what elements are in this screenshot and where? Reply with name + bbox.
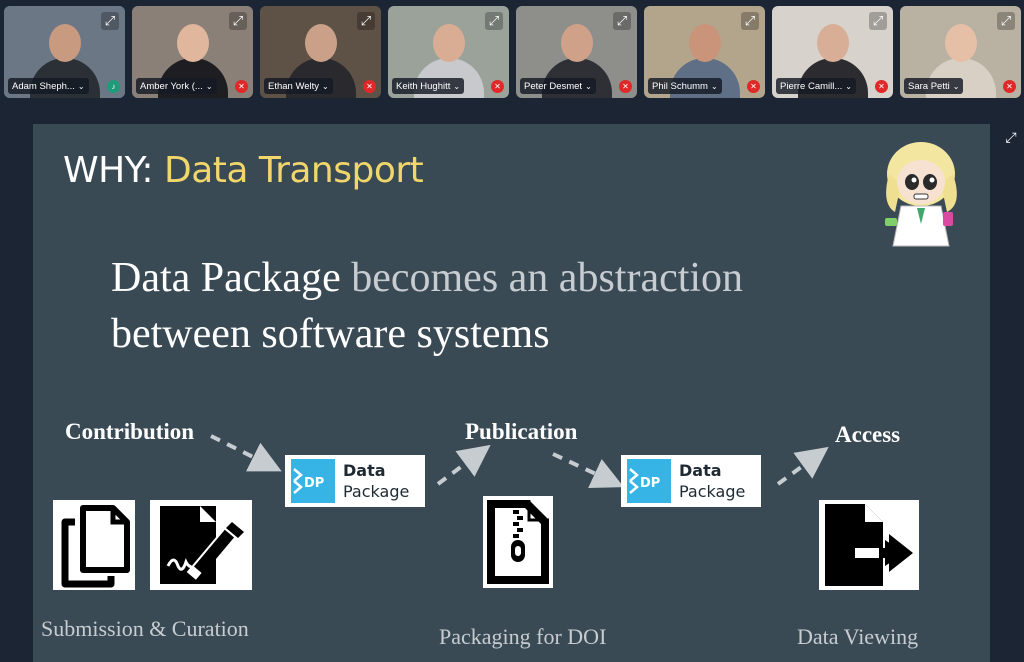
participant-tile[interactable]: ⤢ Peter Desmet⌄ ✕ (516, 6, 637, 98)
data-package-line1: Data (679, 461, 722, 480)
data-package-line2: Package (679, 482, 746, 501)
chevron-down-icon[interactable]: ⌄ (845, 81, 852, 91)
file-export-icon (819, 500, 919, 590)
participant-head (944, 24, 977, 62)
headline-line2: between software systems (111, 311, 550, 357)
chevron-down-icon[interactable]: ⌄ (585, 81, 592, 91)
participant-head (560, 24, 593, 62)
participant-name: Phil Schumm (652, 80, 708, 92)
participant-head (432, 24, 465, 62)
arrow-dp-to-publication (436, 444, 491, 486)
participant-head (816, 24, 849, 62)
chevron-down-icon[interactable]: ⌄ (952, 81, 960, 91)
flow-label-contribution: Contribution (65, 419, 195, 444)
participant-name-bar[interactable]: Peter Desmet⌄ (520, 78, 596, 94)
participant-name-bar[interactable]: Keith Hughitt⌄ (392, 78, 465, 94)
svg-text:DP: DP (640, 476, 660, 491)
mic-muted-icon: ✕ (619, 80, 632, 93)
mic-muted-icon: ✕ (491, 80, 504, 93)
participant-head (304, 24, 337, 62)
expand-icon[interactable]: ⤢ (101, 12, 119, 30)
expand-icon[interactable]: ⤢ (869, 12, 887, 30)
participant-tile[interactable]: ⤢ Amber York (...⌄ ✕ (132, 6, 253, 98)
participant-gallery: ⤢Adam Sheph...⌄♪⤢Amber York (...⌄✕⤢Ethan… (0, 0, 1024, 104)
participant-head (176, 24, 209, 62)
participant-name: Sara Petti (908, 80, 950, 92)
expand-icon[interactable]: ⤢ (741, 12, 759, 30)
copy-documents-icon (53, 500, 135, 590)
expand-icon[interactable]: ⤢ (485, 12, 503, 30)
participant-tile[interactable]: ⤢ Phil Schumm⌄ ✕ (644, 6, 765, 98)
participant-tile[interactable]: ⤢ Keith Hughitt⌄ ✕ (388, 6, 509, 98)
data-package-card-1: DP Data Package (285, 455, 425, 507)
expand-icon[interactable]: ⤢ (357, 12, 375, 30)
fullscreen-expand-icon[interactable]: ⤢ (1005, 129, 1017, 145)
caption-viewing: Data Viewing (797, 624, 919, 649)
data-package-logo-icon: DP (627, 459, 671, 503)
participant-name-bar[interactable]: Amber York (...⌄ (136, 78, 217, 94)
participant-head (48, 24, 81, 62)
participant-name: Peter Desmet (524, 80, 583, 92)
participant-name-bar[interactable]: Phil Schumm⌄ (648, 78, 722, 94)
participant-name: Keith Hughitt (396, 80, 451, 92)
participant-name: Adam Sheph... (12, 80, 75, 92)
chevron-down-icon[interactable]: ⌄ (453, 81, 461, 91)
mic-muted-icon: ✕ (363, 80, 376, 93)
mic-muted-icon: ✕ (235, 80, 248, 93)
mic-muted-icon: ✕ (875, 80, 888, 93)
participant-name: Ethan Welty (268, 80, 320, 92)
mic-muted-icon: ✕ (1003, 80, 1016, 93)
mic-on-icon: ♪ (107, 80, 120, 93)
participant-name-bar[interactable]: Adam Sheph...⌄ (8, 78, 89, 94)
flow-label-access: Access (835, 422, 901, 447)
arrow-contribution-to-dp (210, 434, 282, 472)
signed-document-icon (150, 500, 252, 590)
expand-icon[interactable]: ⤢ (613, 12, 631, 30)
headline-light: becomes an abstraction (351, 255, 744, 301)
headline-strong: Data Package (111, 255, 341, 301)
participant-name: Amber York (... (140, 80, 203, 92)
data-package-line1: Data (343, 461, 386, 480)
participant-name-bar[interactable]: Ethan Welty⌄ (264, 78, 333, 94)
data-package-logo-icon: DP (291, 459, 335, 503)
slide-title-why: WHY: (63, 150, 154, 191)
participant-name-bar[interactable]: Pierre Camill...⌄ (776, 78, 856, 94)
participant-tile[interactable]: ⤢ Pierre Camill...⌄ ✕ (772, 6, 893, 98)
slide-title-topic: Data Transport (163, 150, 424, 191)
chevron-down-icon[interactable]: ⌄ (710, 81, 718, 91)
data-package-card-2: DP Data Package (621, 455, 761, 507)
mic-muted-icon: ✕ (747, 80, 760, 93)
chevron-down-icon[interactable]: ⌄ (205, 81, 213, 91)
participant-tile[interactable]: ⤢ Sara Petti⌄ ✕ (900, 6, 1021, 98)
participant-name-bar[interactable]: Sara Petti⌄ (904, 78, 964, 94)
slide-headline: Data Package becomes an abstraction betw… (111, 250, 911, 362)
shared-screen-slide: WHY: Data Transport Data Package becomes… (33, 124, 990, 662)
chevron-down-icon[interactable]: ⌄ (77, 81, 85, 91)
arrow-dp-to-access (776, 446, 829, 486)
expand-icon[interactable]: ⤢ (997, 12, 1015, 30)
expand-icon[interactable]: ⤢ (229, 12, 247, 30)
data-package-line2: Package (343, 482, 410, 501)
participant-name: Pierre Camill... (780, 80, 843, 92)
participant-head (688, 24, 721, 62)
caption-submission: Submission & Curation (41, 616, 249, 641)
slide-title: WHY: Data Transport (63, 150, 424, 191)
svg-text:DP: DP (304, 476, 324, 491)
caption-packaging: Packaging for DOI (439, 624, 607, 649)
mascot-scientist-icon (885, 142, 957, 247)
chevron-down-icon[interactable]: ⌄ (322, 81, 329, 91)
participant-tile[interactable]: ⤢ Ethan Welty⌄ ✕ (260, 6, 381, 98)
zip-file-icon (483, 496, 553, 588)
flow-label-publication: Publication (465, 419, 578, 444)
arrow-publication-to-dp (552, 452, 624, 489)
participant-tile[interactable]: ⤢ Adam Sheph...⌄ ♪ (4, 6, 125, 98)
